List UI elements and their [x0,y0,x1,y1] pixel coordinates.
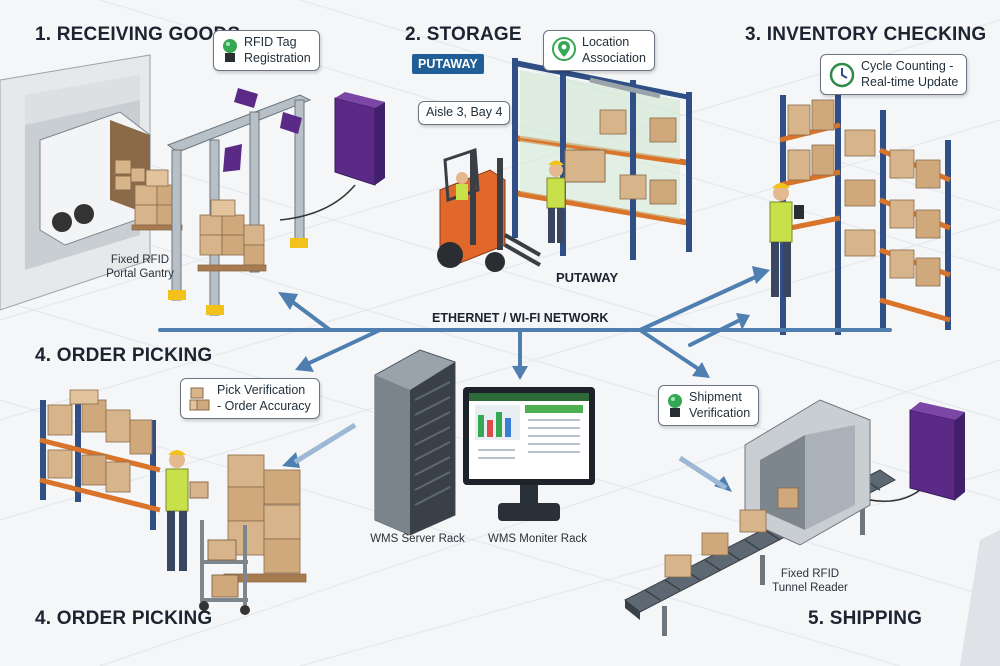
rfid-tunnel-reader [744,399,871,546]
callout-text: Cycle Counting - Real-time Update [861,59,959,89]
picking-boxes [47,389,153,493]
callout-aisle-bay: Aisle 3, Bay 4 [418,101,511,125]
wms-server-rack [374,349,456,536]
putaway-floor-label: PUTAWAY [556,270,619,285]
green-light-icon [223,38,237,62]
monitor-rack-label: WMS Moniter Rack [487,533,588,545]
callout-text: Pick Verification - Order Accuracy [217,383,311,413]
network-lines [158,273,892,372]
pallet-stack [223,454,307,583]
callout-shipment-verification: Shipment Verification [658,385,760,427]
wms-monitor [463,387,595,521]
callout-location-association: Location Association [543,30,655,72]
boxes-icon [189,387,210,411]
portal-gantry-label: Fixed RFID Portal Gantry [106,254,174,281]
inventory-worker [769,183,804,297]
callout-text: Aisle 3, Bay 4 [426,105,503,119]
flow-arrows [293,422,728,491]
portal-pallet [197,199,267,272]
server-rack-label: WMS Server Rack [370,533,465,545]
callout-cycle-counting: Cycle Counting - Real-time Update [820,54,968,96]
tunnel-reader-label: Fixed RFID Tunnel Reader [772,568,848,595]
map-pin-icon [552,36,576,61]
callout-pick-verification: Pick Verification - Order Accuracy [180,378,320,420]
shipping-boxes [664,487,799,578]
rfid-reader-unit-2 [869,402,965,502]
section-title-order-picking-bottom: 4. ORDER PICKING [35,608,213,629]
rack-boxes [599,109,677,205]
callout-text: Shipment Verification [689,390,751,420]
putaway-badge: PUTAWAY [412,54,484,74]
section-title-storage: 2. STORAGE [405,24,522,45]
section-title-shipping: 5. SHIPPING [808,608,923,629]
picking-worker [165,450,209,571]
network-label: ETHERNET / WI-FI NETWORK [428,311,613,325]
clock-icon [829,62,855,87]
callout-text: RFID Tag Registration [244,35,311,65]
forklift [437,147,541,272]
picking-cart [199,520,250,615]
rfid-reader-unit-1 [279,92,385,221]
green-light-icon [668,393,682,417]
section-title-receiving: 1. RECEIVING GOODS [35,24,241,45]
section-title-inventory: 3. INVENTORY CHECKING [745,24,987,45]
section-title-order-picking: 4. ORDER PICKING [35,345,213,366]
storage-worker [546,149,606,243]
callout-rfid-tag-registration: RFID Tag Registration [213,30,320,72]
inventory-boxes [787,99,941,287]
rfid-portal-gantry [166,88,312,316]
callout-text: Location Association [582,35,646,65]
